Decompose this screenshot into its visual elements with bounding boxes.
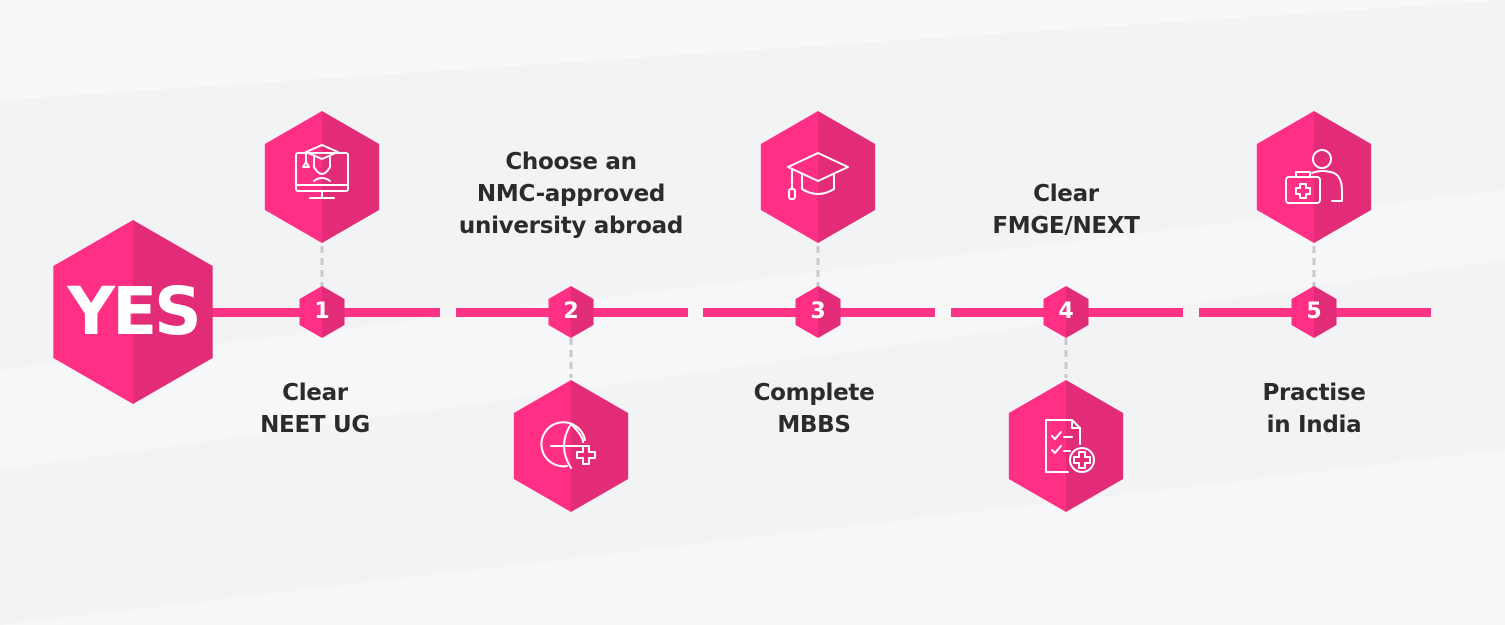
yes-badge: YES <box>67 273 201 350</box>
step-number-1: 1 <box>314 299 330 324</box>
step-number-hexagon <box>299 286 345 338</box>
step-label-1: Clear NEET UG <box>185 377 445 441</box>
step-label-4: Clear FMGE/NEXT <box>936 178 1196 242</box>
step-label-3: Complete MBBS <box>684 377 944 441</box>
label-line: Clear <box>282 380 348 406</box>
step-icon-hexagon-1 <box>264 111 380 243</box>
dashed-connectors <box>320 246 1316 378</box>
graduation-cap-icon <box>787 152 849 200</box>
label-line: Clear <box>1033 181 1099 207</box>
step-number-3: 3 <box>810 299 826 324</box>
label-line: NEET UG <box>260 412 370 438</box>
bg-stripe <box>0 450 1505 625</box>
label-line: MBBS <box>777 412 851 438</box>
label-line: NMC-approved <box>476 181 666 207</box>
step-number-hexagon <box>548 286 594 338</box>
step-label-2: Choose an NMC-approved university abroad <box>441 146 701 242</box>
globe-medical-icon <box>540 421 596 469</box>
step-number-hexagon <box>1043 286 1089 338</box>
graduate-monitor-icon <box>295 144 349 199</box>
doctor-medkit-icon <box>1285 149 1343 204</box>
label-line: Practise <box>1262 380 1366 406</box>
label-line: Choose an <box>505 149 637 175</box>
step-number-4: 4 <box>1058 299 1074 324</box>
checklist-medical-icon <box>1045 419 1095 473</box>
label-line: FMGE/NEXT <box>992 213 1140 239</box>
bg-stripe <box>0 0 1505 100</box>
label-line: Complete <box>753 380 875 406</box>
step-number-5: 5 <box>1306 299 1322 324</box>
step-number-2: 2 <box>563 299 579 324</box>
step-label-5: Practise in India <box>1184 377 1444 441</box>
bg-stripe <box>0 190 1505 470</box>
label-line: university abroad <box>458 213 684 239</box>
step-icon-hexagon-5 <box>1256 111 1372 243</box>
yes-hexagon <box>53 220 213 404</box>
label-line: in India <box>1266 412 1362 438</box>
step-icon-hexagon-4 <box>1008 380 1124 512</box>
step-icon-hexagon-3 <box>760 111 876 243</box>
step-number-hexagon <box>795 286 841 338</box>
step-number-hexagon <box>1291 286 1337 338</box>
